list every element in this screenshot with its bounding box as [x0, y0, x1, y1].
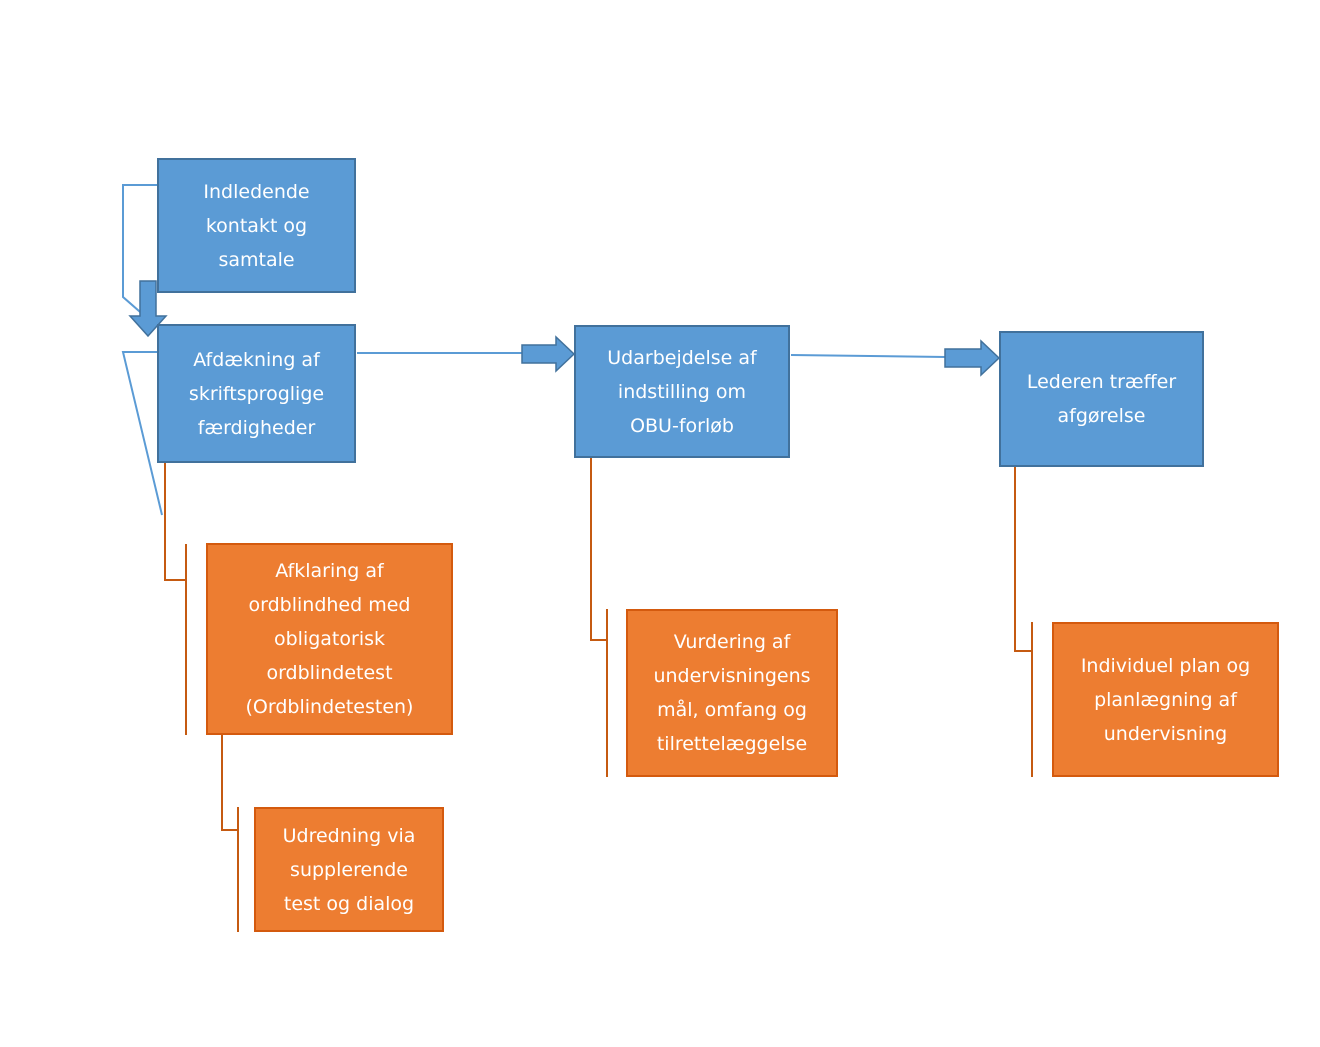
substep-box-individual-plan: Individuel plan og planlægning af underv… — [1052, 622, 1279, 777]
connector-step4-to-sub4 — [1014, 467, 1032, 652]
connector-step3-to-sub3 — [590, 458, 607, 641]
substep-label: Afklaring af ordblindhed med obligatoris… — [245, 560, 414, 718]
connector-step1-to-step2 — [122, 184, 157, 319]
substep-label: Udredning via supplerende test og dialog — [282, 824, 416, 915]
connector-step3-to-step4 — [790, 354, 947, 358]
step-label: Udarbejdelse af indstilling om OBU-forlø… — [607, 346, 757, 437]
connector-step2-to-sub1 — [164, 463, 186, 581]
substep-label: Vurdering af undervisningens mål, omfang… — [653, 631, 811, 755]
bracket-step2 — [121, 351, 163, 516]
substep-box-supplementary-test: Udredning via supplerende test og dialog — [254, 807, 444, 932]
step-label: Lederen træffer afgørelse — [1026, 371, 1177, 427]
step-label: Afdækning af skriftsproglige færdigheder — [188, 348, 325, 439]
step-box-initial-contact: Indledende kontakt og samtale — [157, 158, 356, 293]
step-box-recommendation: Udarbejdelse af indstilling om OBU-forlø… — [574, 325, 790, 458]
substep-label: Individuel plan og planlægning af underv… — [1080, 654, 1251, 745]
substep-box-dyslexia-test: Afklaring af ordblindhed med obligatoris… — [206, 543, 453, 735]
step-label: Indledende kontakt og samtale — [203, 180, 310, 271]
step-box-decision: Lederen træffer afgørelse — [999, 331, 1204, 467]
connector-sub1-to-sub2 — [221, 735, 238, 831]
arrow-to-step4 — [944, 339, 1001, 377]
substep-box-teaching-evaluation: Vurdering af undervisningens mål, omfang… — [626, 609, 838, 777]
step-box-skills-assessment: Afdækning af skriftsproglige færdigheder — [157, 324, 356, 463]
arrow-to-step3 — [521, 335, 576, 373]
